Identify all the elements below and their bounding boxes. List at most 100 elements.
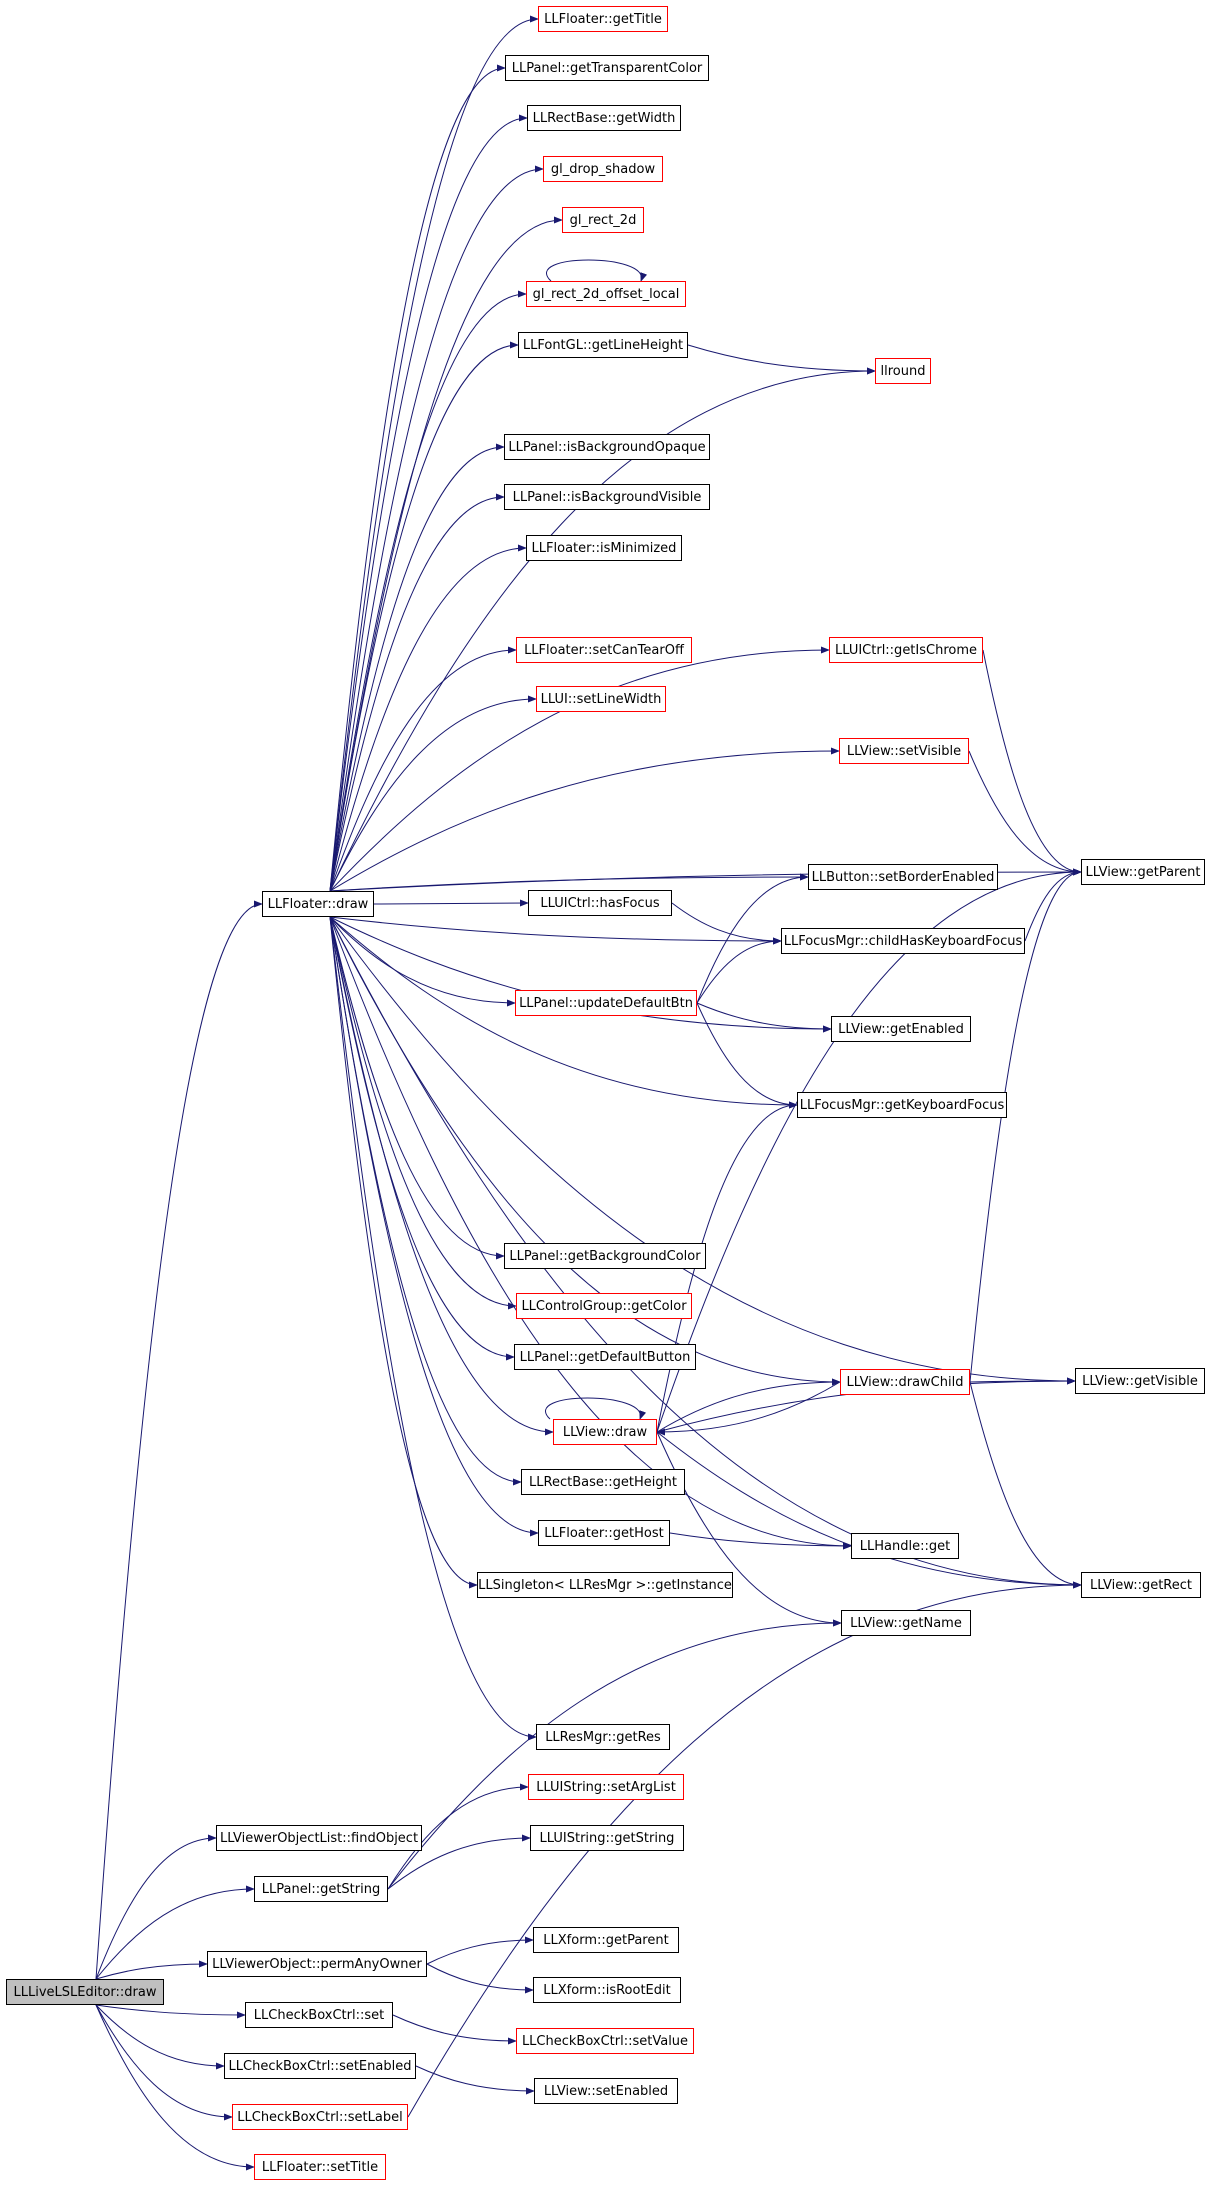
node-gl-drop-shadow[interactable]: gl_drop_shadow: [543, 156, 663, 182]
edge-llview-draw-to-llview-getvisible: [656, 1377, 1076, 1433]
node-llview-getparent[interactable]: LLView::getParent: [1081, 859, 1205, 885]
edge-llfloater-draw-to-llfocusmgr-childhaskeyboardfocus: [329, 916, 782, 945]
node-llpanel-updatedefaultbtn[interactable]: LLPanel::updateDefaultBtn: [515, 990, 697, 1016]
node-llfontgl-getlineheight[interactable]: LLFontGL::getLineHeight: [518, 332, 688, 358]
node-llxform-isrootedit[interactable]: LLXform::isRootEdit: [533, 1977, 681, 2003]
node-lllivelsleditor-draw[interactable]: LLLiveLSLEditor::draw: [6, 1979, 164, 2005]
edge-llpanel-updatedefaultbtn-to-llbutton-setborderenabled: [696, 873, 809, 1004]
node-llview-setenabled[interactable]: LLView::setEnabled: [534, 2078, 678, 2104]
edge-llfloater-gethost-to-llhandle-get: [669, 1532, 852, 1550]
edge-llfloater-draw-to-llpanel-gettransparentcolor: [329, 64, 506, 892]
node-llbutton-setborderenabled[interactable]: LLButton::setBorderEnabled: [808, 864, 998, 890]
edge-llview-draw-to-llview-drawchild: [656, 1378, 841, 1433]
edge-llcheckboxctrl-setlabel-to-llview-getrect: [407, 1581, 1082, 2118]
node-llview-drawchild[interactable]: LLView::drawChild: [840, 1369, 970, 1395]
edge-lllivelsleditor-draw-to-llcheckboxctrl-setlabel: [95, 2004, 233, 2121]
edge-lllivelsleditor-draw-to-llviewerobject-permanyowner: [95, 1960, 208, 1980]
node-gl-rect-2d[interactable]: gl_rect_2d: [562, 207, 644, 233]
node-llcheckboxctrl-setvalue[interactable]: LLCheckBoxCtrl::setValue: [516, 2028, 694, 2054]
edge-llfloater-draw-to-llfloater-gethost: [329, 916, 539, 1537]
node-llview-getrect[interactable]: LLView::getRect: [1081, 1572, 1201, 1598]
edge-llfloater-draw-to-llfloater-gettitle: [329, 15, 539, 892]
edge-llfloater-draw-to-llcontrolgroup-getcolor: [329, 916, 517, 1310]
node-lluictrl-getischrome[interactable]: LLUICtrl::getIsChrome: [829, 637, 983, 663]
edge-lluictrl-getischrome-to-llview-getparent: [982, 649, 1082, 876]
edge-llfocusmgr-childhaskeyboardfocus-to-llview-getparent: [1024, 868, 1082, 942]
edge-llpanel-updatedefaultbtn-to-llview-getenabled: [696, 1002, 832, 1033]
edge-llfloater-draw-to-llpanel-isbackgroundopaque: [329, 443, 505, 892]
node-llfloater-settitle[interactable]: LLFloater::setTitle: [254, 2154, 386, 2180]
edge-llfloater-draw-to-llui-setlinewidth: [329, 695, 537, 892]
node-llfloater-gettitle[interactable]: LLFloater::getTitle: [538, 6, 668, 32]
node-llview-getenabled[interactable]: LLView::getEnabled: [831, 1016, 971, 1042]
edge-llcheckboxctrl-setenabled-to-llview-setenabled: [415, 2065, 535, 2095]
edge-llfloater-draw-to-llview-setvisible: [329, 747, 840, 892]
node-lluistring-setarglist[interactable]: LLUIString::setArgList: [528, 1774, 684, 1800]
node-gl-rect-2d-offset-local[interactable]: gl_rect_2d_offset_local: [526, 281, 686, 307]
edge-llfontgl-getlineheight-to-llround: [687, 344, 876, 375]
edge-llpanel-getstring-to-llview-getname: [387, 1619, 842, 1890]
edge-llfloater-draw-to-lluictrl-getischrome: [329, 646, 830, 892]
edge-llfloater-draw-to-gl-drop-shadow: [329, 165, 544, 892]
edge-lllivelsleditor-draw-to-llviewerobjectlist-findobject: [95, 1834, 217, 1980]
edge-llfloater-draw-to-llresmgr-getres: [329, 916, 537, 1741]
edge-llpanel-getstring-to-lluistring-getstring: [387, 1834, 531, 1890]
node-llui-setlinewidth[interactable]: LLUI::setLineWidth: [536, 686, 666, 712]
node-lluictrl-hasfocus[interactable]: LLUICtrl::hasFocus: [528, 890, 672, 916]
edge-lluictrl-hasfocus-to-llfocusmgr-childhaskeyboardfocus: [671, 902, 782, 945]
edge-lllivelsleditor-draw-to-llcheckboxctrl-set: [95, 2004, 246, 2019]
node-llsingleton-getinstance[interactable]: LLSingleton< LLResMgr >::getInstance: [477, 1572, 733, 1598]
edge-llview-drawchild-to-llview-getparent: [969, 868, 1082, 1383]
edge-llcheckboxctrl-set-to-llcheckboxctrl-setvalue: [392, 2014, 517, 2045]
edge-llview-draw-to-llview-getparent: [656, 868, 1082, 1433]
edge-llview-drawchild-to-llview-getrect: [969, 1381, 1082, 1589]
edge-llview-setvisible-to-llview-getparent: [968, 750, 1082, 876]
node-llcheckboxctrl-setenabled[interactable]: LLCheckBoxCtrl::setEnabled: [224, 2053, 416, 2079]
node-llfloater-setcantearoff[interactable]: LLFloater::setCanTearOff: [516, 637, 692, 663]
edge-llfloater-draw-to-llfloater-setcantearoff: [329, 646, 517, 892]
node-llpanel-isbackgroundvisible[interactable]: LLPanel::isBackgroundVisible: [504, 484, 710, 510]
node-llpanel-getstring[interactable]: LLPanel::getString: [254, 1876, 388, 1902]
edge-lllivelsleditor-draw-to-llfloater-draw: [95, 900, 263, 1980]
node-llfocusmgr-childhaskeyboardfocus[interactable]: LLFocusMgr::childHasKeyboardFocus: [781, 928, 1025, 954]
node-llfloater-draw[interactable]: LLFloater::draw: [262, 891, 374, 917]
node-llcheckboxctrl-set[interactable]: LLCheckBoxCtrl::set: [245, 2002, 393, 2028]
edge-llfloater-draw-to-llpanel-isbackgroundvisible: [329, 493, 505, 892]
node-llpanel-getdefaultbutton[interactable]: LLPanel::getDefaultButton: [514, 1344, 696, 1370]
node-llrectbase-getheight[interactable]: LLRectBase::getHeight: [521, 1469, 685, 1495]
edge-llfloater-draw-to-llpanel-getbackgroundcolor: [329, 916, 505, 1260]
edge-lllivelsleditor-draw-to-llpanel-getstring: [95, 1885, 255, 1980]
edge-llfloater-draw-to-llview-getrect: [329, 916, 1082, 1589]
node-llrectbase-getwidth[interactable]: LLRectBase::getWidth: [527, 105, 681, 131]
node-llhandle-get[interactable]: LLHandle::get: [851, 1533, 959, 1559]
node-llviewerobject-permanyowner[interactable]: LLViewerObject::permAnyOwner: [207, 1951, 427, 1977]
node-llpanel-getbackgroundcolor[interactable]: LLPanel::getBackgroundColor: [504, 1243, 706, 1269]
node-llpanel-gettransparentcolor[interactable]: LLPanel::getTransparentColor: [505, 55, 709, 81]
node-llview-getvisible[interactable]: LLView::getVisible: [1075, 1368, 1205, 1394]
node-llround[interactable]: llround: [875, 358, 931, 384]
edge-llviewerobject-permanyowner-to-llxform-getparent: [426, 1936, 534, 1965]
node-llview-getname[interactable]: LLView::getName: [841, 1610, 971, 1636]
edge-llfloater-draw-to-llpanel-updatedefaultbtn: [329, 916, 516, 1007]
edge-llview-draw-to-llview-getrect: [656, 1431, 1082, 1589]
edge-llpanel-getstring-to-lluistring-setarglist: [387, 1783, 529, 1890]
node-llresmgr-getres[interactable]: LLResMgr::getRes: [536, 1724, 670, 1750]
node-llxform-getparent[interactable]: LLXform::getParent: [533, 1927, 679, 1953]
node-llcheckboxctrl-setlabel[interactable]: LLCheckBoxCtrl::setLabel: [232, 2104, 408, 2130]
node-llfloater-isminimized[interactable]: LLFloater::isMinimized: [526, 535, 682, 561]
node-llview-setvisible[interactable]: LLView::setVisible: [839, 738, 969, 764]
edge-llfloater-draw-to-llbutton-setborderenabled: [329, 873, 809, 892]
node-llcontrolgroup-getcolor[interactable]: LLControlGroup::getColor: [516, 1293, 692, 1319]
node-lluistring-getstring[interactable]: LLUIString::getString: [530, 1825, 684, 1851]
edge-llviewerobject-permanyowner-to-llxform-isrootedit: [426, 1963, 534, 1994]
node-llfocusmgr-getkeyboardfocus[interactable]: LLFocusMgr::getKeyboardFocus: [797, 1092, 1007, 1118]
edge-llfloater-draw-to-llfocusmgr-getkeyboardfocus: [329, 916, 798, 1109]
node-llfloater-gethost[interactable]: LLFloater::getHost: [538, 1520, 670, 1546]
edge-llview-draw-to-llview-draw: [545, 1397, 647, 1420]
node-llview-draw[interactable]: LLView::draw: [553, 1419, 657, 1445]
edge-llfloater-draw-to-llround: [329, 367, 876, 892]
node-llviewerobjectlist-findobject[interactable]: LLViewerObjectList::findObject: [216, 1825, 422, 1851]
node-llpanel-isbackgroundopaque[interactable]: LLPanel::isBackgroundOpaque: [504, 434, 710, 460]
edge-llpanel-updatedefaultbtn-to-llfocusmgr-childhaskeyboardfocus: [696, 937, 782, 1004]
